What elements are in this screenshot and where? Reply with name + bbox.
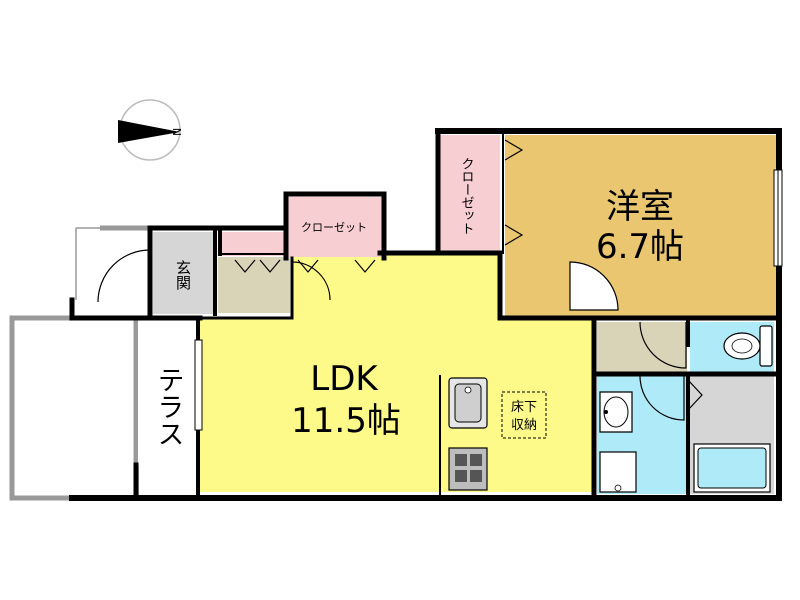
toilet-icon [723, 325, 773, 367]
washing-machine-space [599, 451, 637, 493]
western-room-floor [505, 135, 777, 317]
underfloor-label-2: 収納 [511, 418, 537, 433]
bedroom-closet-label: クローゼット [459, 157, 475, 235]
ldk-size: 11.5帖 [291, 401, 401, 441]
bedroom-closet-floor [440, 135, 500, 251]
hall-closet-floor [288, 197, 384, 257]
sink-icon [448, 377, 488, 429]
washbasin-icon [599, 391, 633, 433]
storage-floor [218, 257, 290, 313]
bedroom-window [773, 169, 783, 267]
entrance-porch [75, 225, 150, 300]
entrance-label: 玄関 [174, 260, 192, 291]
underfloor-label-1: 床下 [511, 400, 537, 415]
ldk-floor [200, 255, 592, 492]
compass-icon: N [118, 99, 184, 161]
western-room-size: 6.7帖 [596, 227, 684, 267]
underfloor-storage: 床下 収納 [501, 391, 547, 439]
entrance-floor [153, 232, 215, 314]
western-room-name: 洋室 [606, 187, 674, 227]
hall-closet-floor-2 [222, 232, 290, 256]
hall-closet-label: クローゼット [301, 221, 367, 234]
hall-floor [597, 322, 687, 372]
ldk-name: LDK [310, 359, 379, 399]
stove-icon [448, 447, 488, 491]
north-mark: N [171, 128, 184, 136]
terrace-label: テラス [153, 366, 184, 447]
doors [97, 139, 703, 421]
ldk-window [194, 339, 203, 431]
walls [69, 128, 782, 501]
bathtub-icon [693, 443, 771, 493]
